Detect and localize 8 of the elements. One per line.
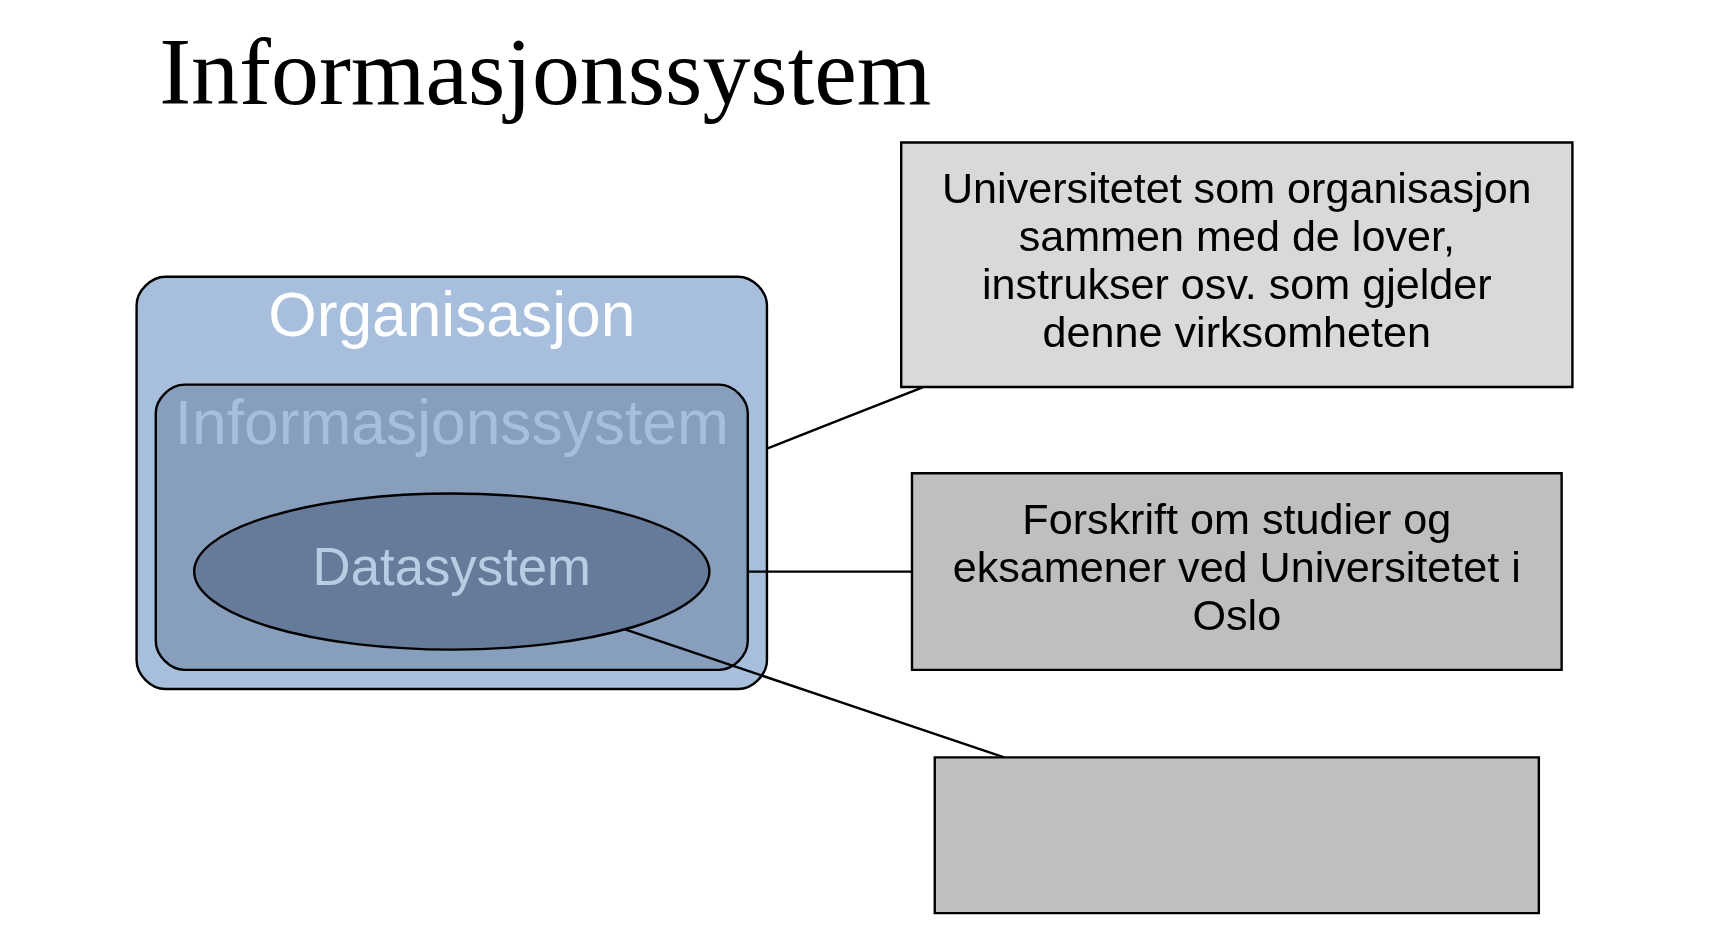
diagram-title: Informasjonssystem xyxy=(159,19,932,126)
connector xyxy=(624,628,1004,759)
connector xyxy=(747,570,912,573)
node-box: Universitetet som organisasjon sammen med de lover, instrukser osv. som gjelder denne virksomheten xyxy=(900,141,1574,389)
connector xyxy=(766,386,924,450)
node-ellipse: Datasystem xyxy=(192,492,711,651)
node-box xyxy=(933,756,1541,915)
node-box: Forskrift om studier og eksamener ved Universitetet i Oslo xyxy=(910,472,1563,672)
